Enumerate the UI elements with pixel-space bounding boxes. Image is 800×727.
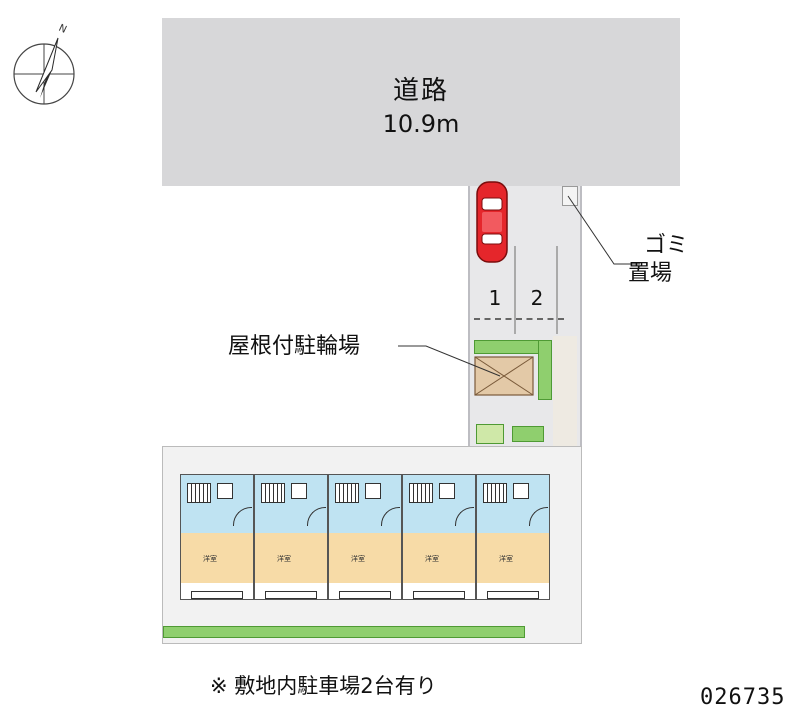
- room-label: 洋室: [203, 555, 217, 563]
- apartment-unit: 洋室: [180, 474, 254, 600]
- road-width-label: 10.9m: [382, 110, 460, 138]
- parking-space-1: 1: [488, 286, 502, 310]
- parking-line: [474, 318, 564, 320]
- apartment-unit: 洋室: [476, 474, 550, 600]
- bike-shelter: [474, 356, 534, 396]
- room-label: 洋室: [351, 555, 365, 563]
- garbage-area-label: ゴミ 置場: [628, 232, 688, 288]
- car-icon: [476, 181, 508, 263]
- parking-space-2: 2: [530, 286, 544, 310]
- compass-icon: N: [13, 23, 75, 105]
- apartment-unit: 洋室: [254, 474, 328, 600]
- apartment-unit: 洋室: [328, 474, 402, 600]
- apartment-building: 洋室 洋室 洋室 洋室 洋室: [180, 474, 552, 604]
- property-code: 026735: [700, 685, 786, 710]
- hedge: [163, 626, 525, 638]
- garbage-area-marker: [562, 186, 578, 206]
- room-label: 洋室: [277, 555, 291, 563]
- garbage-area-label-line1: ゴミ: [644, 233, 689, 258]
- parking-note: ※ 敷地内駐車場2台有り: [210, 674, 437, 698]
- planter: [476, 424, 504, 444]
- road-title: 道路: [392, 76, 449, 106]
- svg-text:N: N: [57, 23, 68, 36]
- bike-shelter-hedge: [538, 340, 552, 400]
- garbage-area-label-line2: 置場: [628, 261, 673, 286]
- planter: [512, 426, 544, 442]
- bike-shelter-label: 屋根付駐輪場: [228, 334, 361, 359]
- parking-divider: [556, 246, 558, 334]
- apartment-unit: 洋室: [402, 474, 476, 600]
- parking-divider: [514, 246, 516, 334]
- road-area: [162, 18, 680, 186]
- room-label: 洋室: [499, 555, 513, 563]
- room-label: 洋室: [425, 555, 439, 563]
